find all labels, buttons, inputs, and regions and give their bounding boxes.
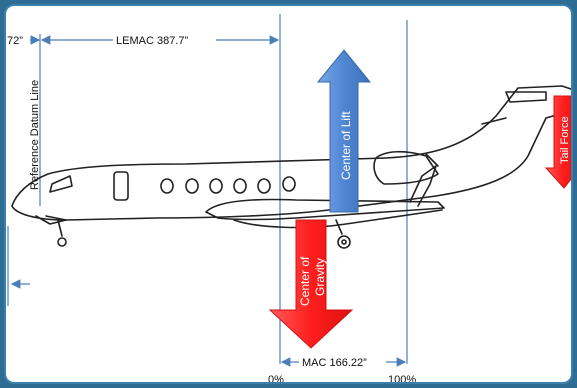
center-of-lift-arrow (316, 49, 372, 213)
tail-force-label: Tail Force (559, 116, 571, 164)
mac-label: MAC 166.22” (302, 357, 367, 369)
mac-end-label: 100% (388, 374, 416, 384)
weight-balance-diagram: 72” LEMAC 387.7” MAC 166.22” 0% 100% Ref… (7, 14, 571, 384)
mac-start-label: 0% (268, 374, 284, 384)
reference-datum-label: Reference Datum Line (29, 80, 41, 190)
datum-offset-label: 72” (7, 35, 23, 47)
center-of-gravity-label-line2: Gravity (313, 258, 327, 296)
center-of-lift-label: Center of Lift (339, 111, 353, 180)
center-of-gravity-arrow (268, 219, 354, 349)
center-of-gravity-label-line1: Center of (298, 256, 312, 306)
diagram-panel: 72” LEMAC 387.7” MAC 166.22” 0% 100% Ref… (4, 4, 573, 384)
lemac-label: LEMAC 387.7” (116, 35, 188, 47)
tail-force-arrow (544, 95, 571, 189)
aircraft-icon (11, 85, 571, 249)
